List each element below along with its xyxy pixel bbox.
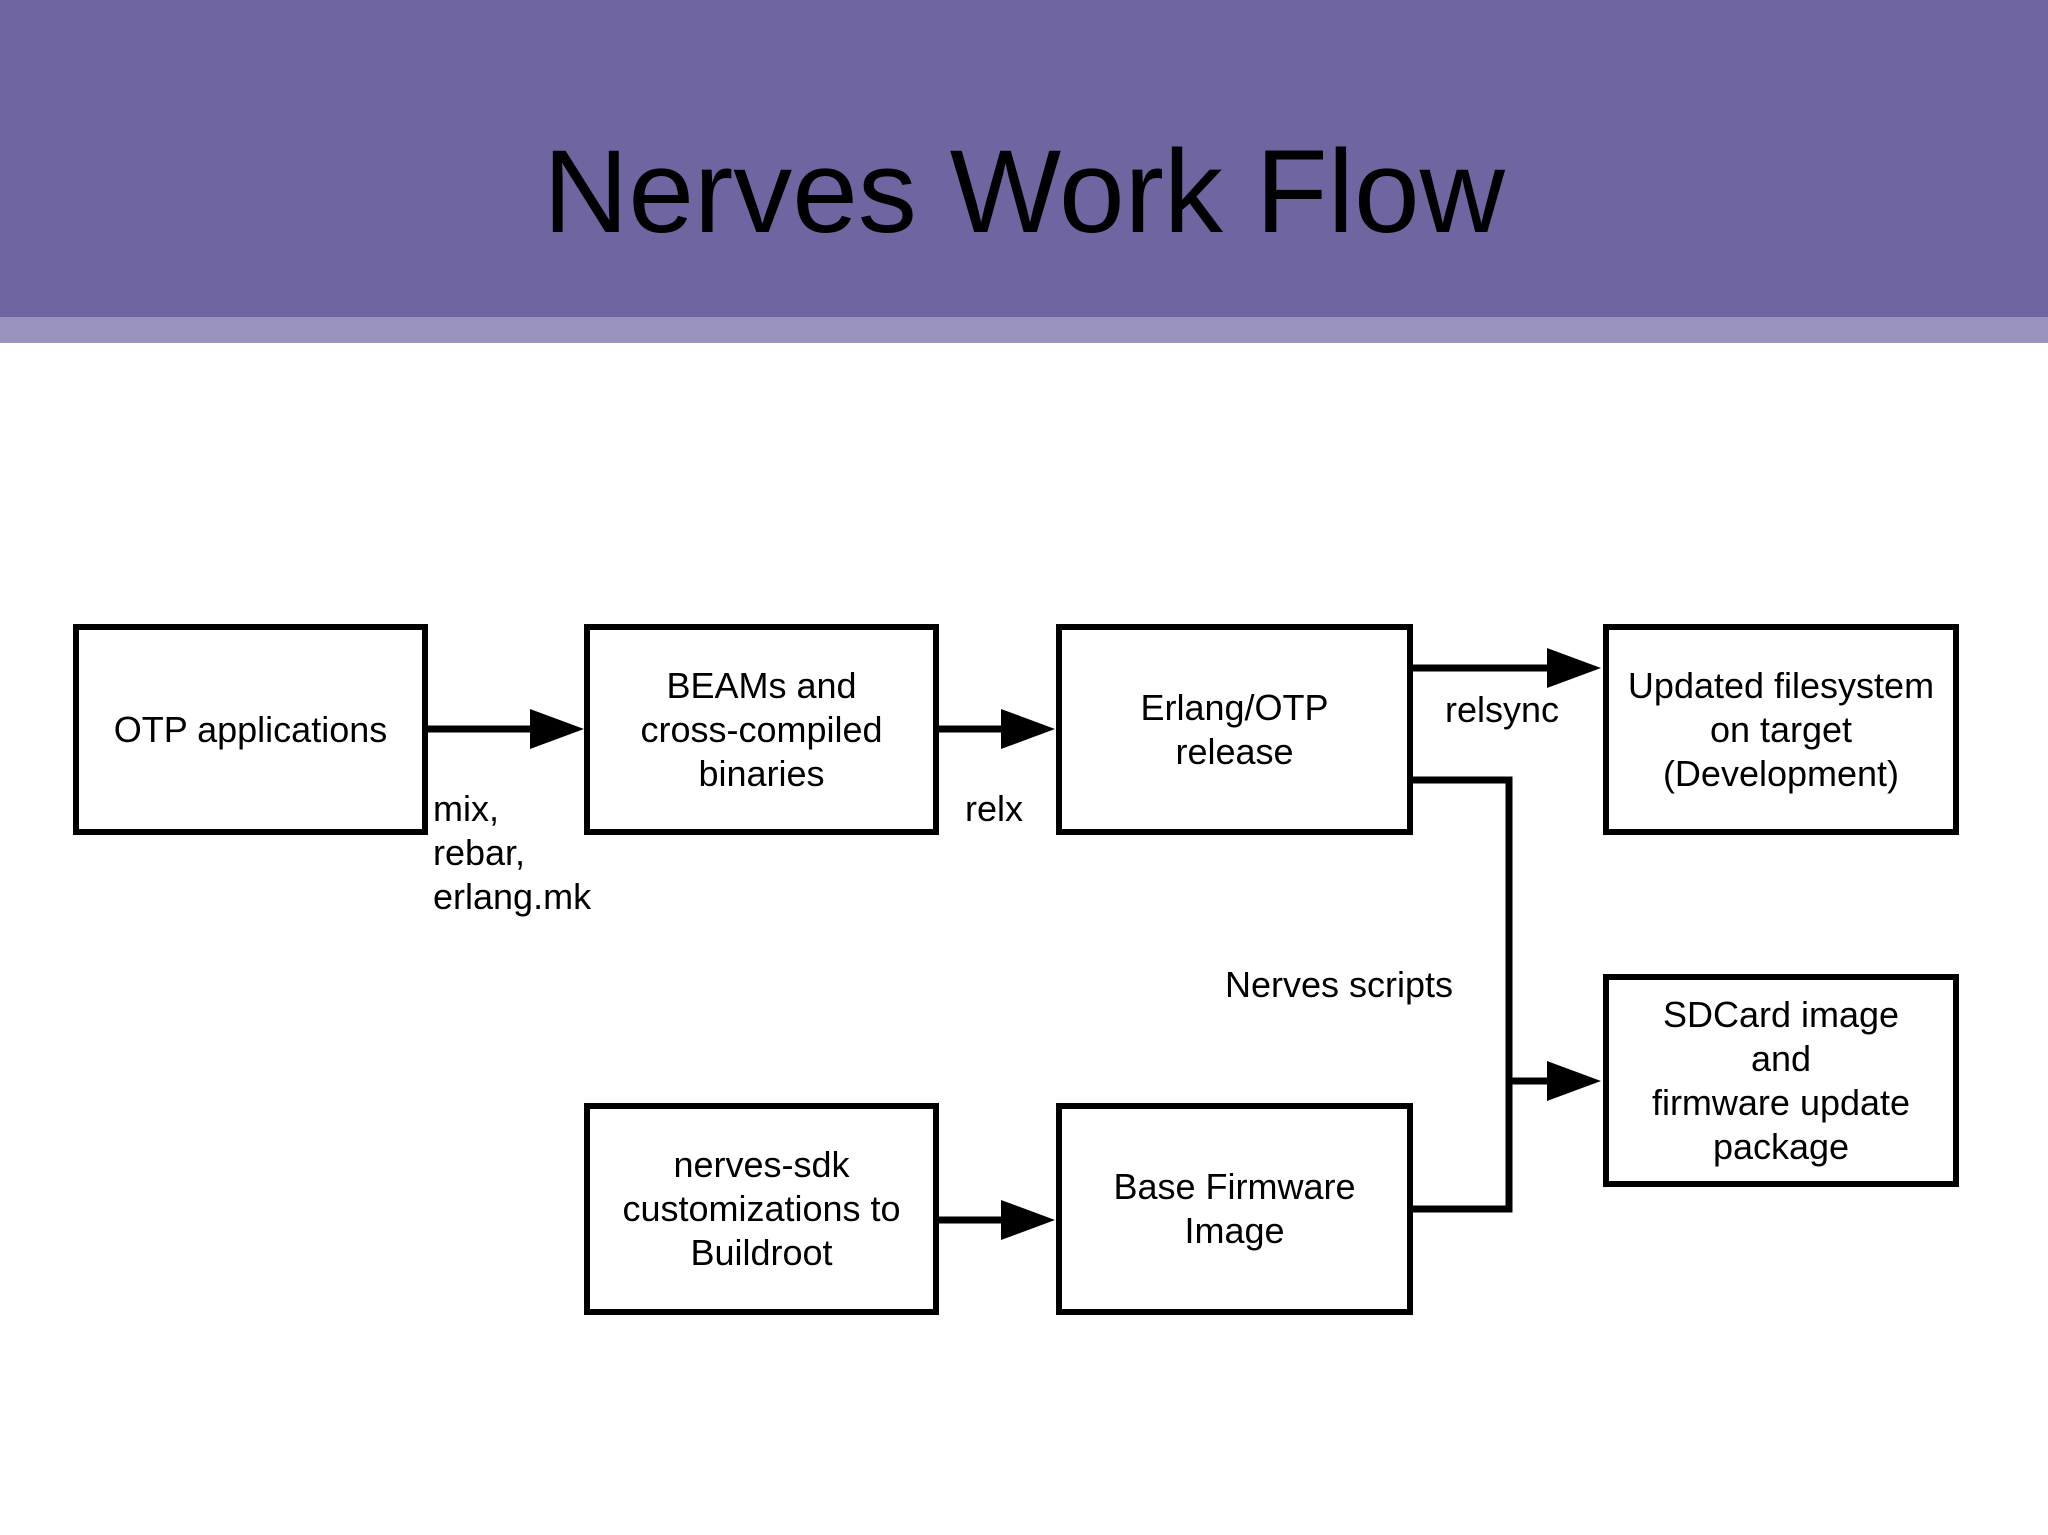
arrowhead-beams-to-release <box>1001 709 1055 749</box>
connector-release-to-junction <box>1411 776 1513 1213</box>
node-nerves-sdk: nerves-sdk customizations to Buildroot <box>584 1103 939 1315</box>
node-erlang-otp-release: Erlang/OTP release <box>1056 624 1413 835</box>
page-title: Nerves Work Flow <box>543 126 1505 258</box>
node-base-firmware: Base Firmware Image <box>1056 1103 1413 1315</box>
node-otp-applications: OTP applications <box>73 624 428 835</box>
edge-label-relsync: relsync <box>1445 689 1560 730</box>
arrowhead-sdk-to-firmware <box>1001 1200 1055 1240</box>
header-band <box>0 0 2048 317</box>
arrowhead-junction-to-sdcard <box>1547 1061 1601 1101</box>
header: Nerves Work Flow <box>0 0 2048 343</box>
node-erlang-otp-release-label: Erlang/OTP release <box>1140 686 1329 772</box>
edge-label-nerves-scripts: Nerves scripts <box>1225 964 1454 1005</box>
edge-label-relx: relx <box>965 788 1024 829</box>
edge-label-mix-rebar: mix, rebar, erlang.mk <box>433 788 592 917</box>
node-sdcard-image-label: SDCard image and firmware update package <box>1651 993 1911 1167</box>
arrowhead-release-to-filesystem <box>1547 648 1601 688</box>
header-accent-strip <box>0 317 2048 343</box>
node-nerves-sdk-label: nerves-sdk customizations to Buildroot <box>622 1144 901 1273</box>
node-updated-filesystem: Updated filesystem on target (Developmen… <box>1603 624 1959 835</box>
node-sdcard-image: SDCard image and firmware update package <box>1603 974 1959 1187</box>
node-updated-filesystem-label: Updated filesystem on target (Developmen… <box>1627 664 1935 794</box>
node-beams-binaries-label: BEAMs and cross-compiled binaries <box>640 664 883 794</box>
node-otp-applications-label: OTP applications <box>113 708 388 750</box>
node-beams-binaries: BEAMs and cross-compiled binaries <box>584 624 939 835</box>
arrowhead-otp-to-beams <box>530 709 584 749</box>
node-base-firmware-label: Base Firmware Image <box>1113 1166 1356 1251</box>
